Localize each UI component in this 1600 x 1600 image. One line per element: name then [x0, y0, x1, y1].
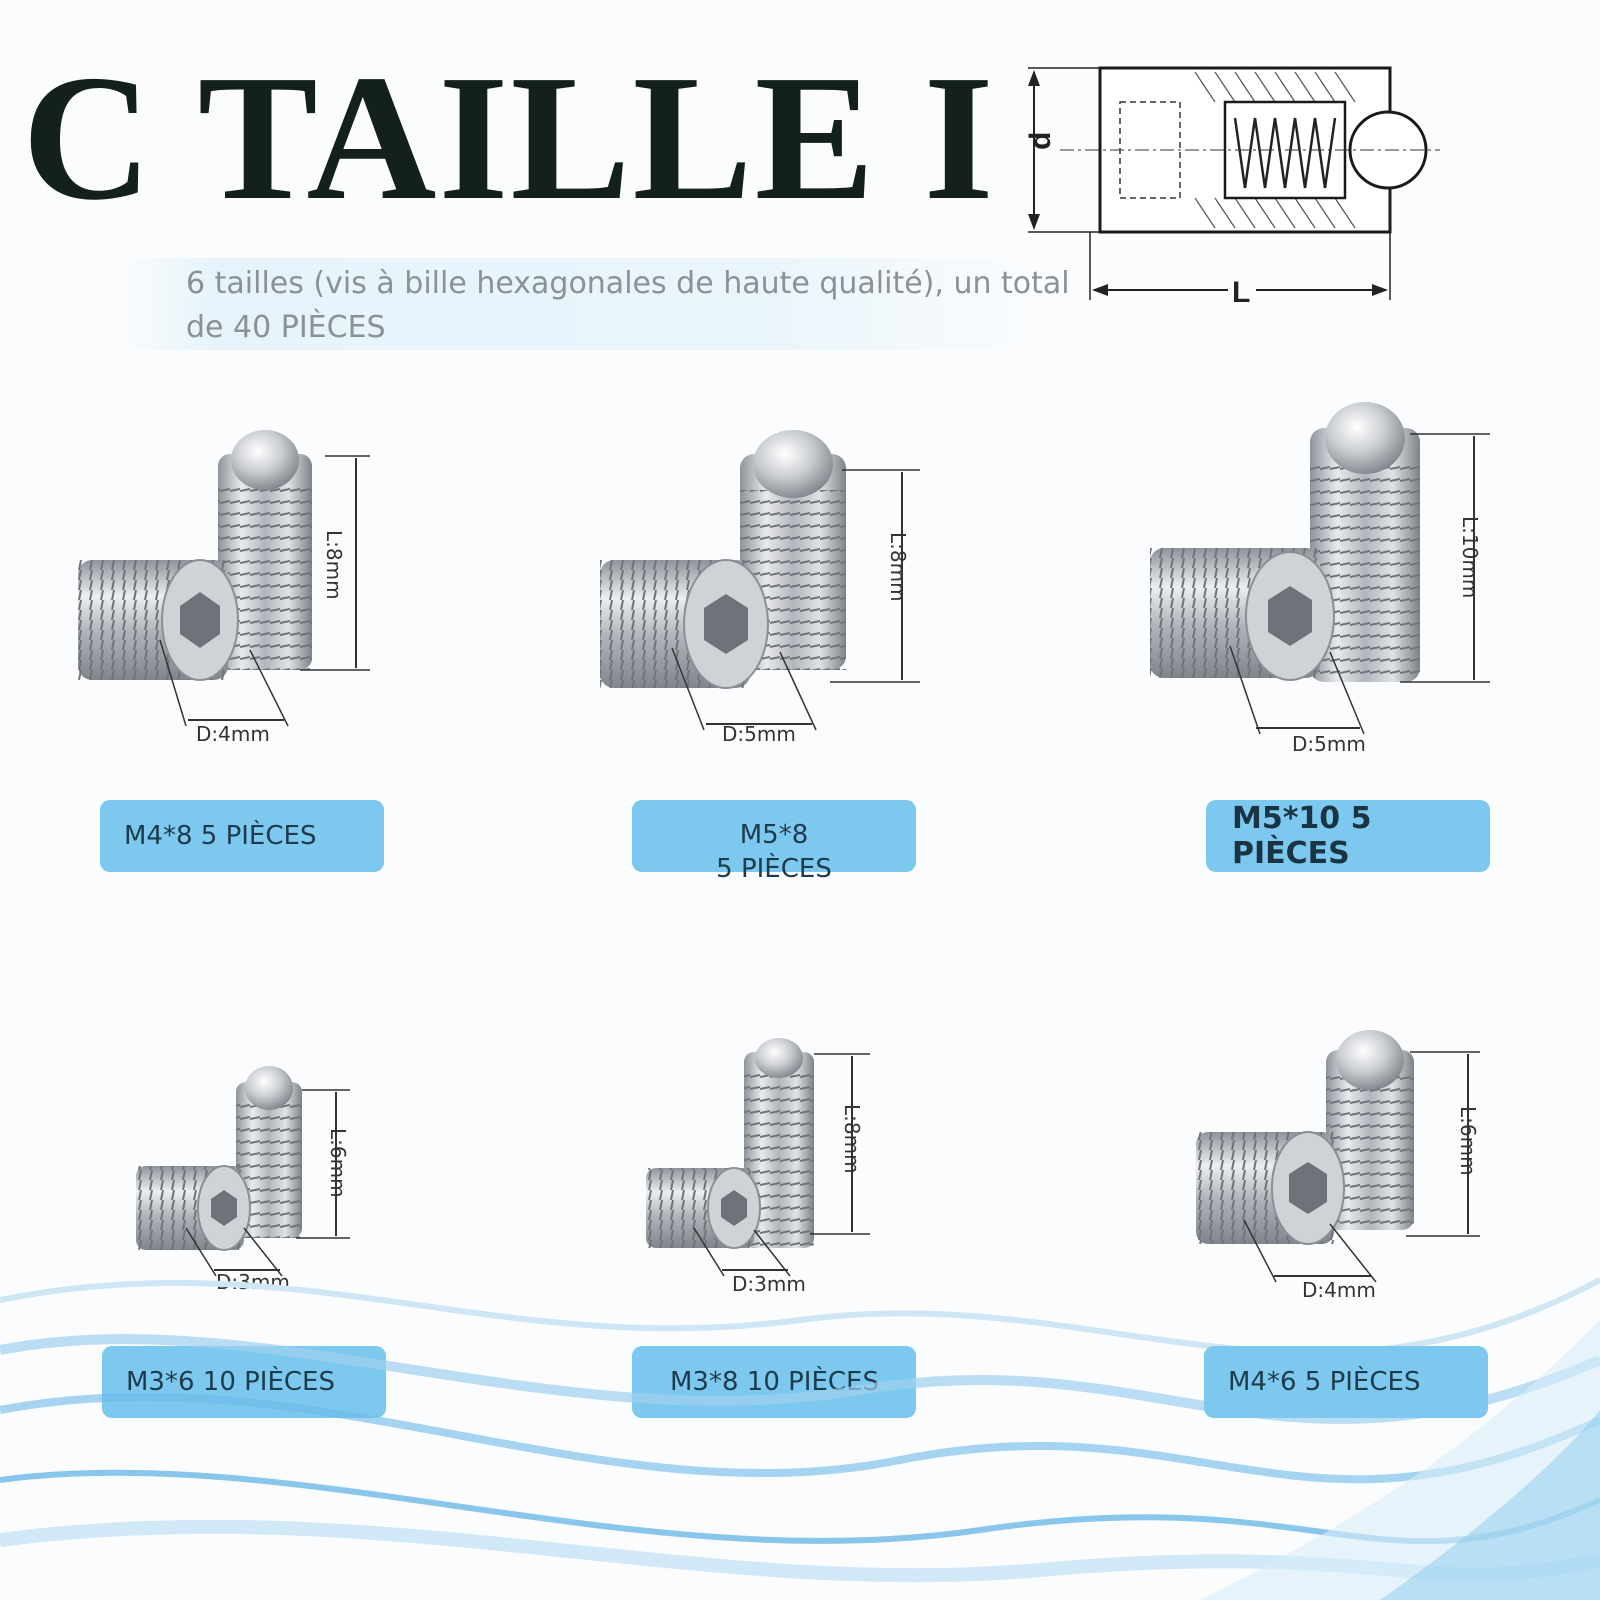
diameter-label: D:3mm: [732, 1272, 806, 1296]
product-m3x8: L:8mm D:3mm: [630, 1030, 910, 1310]
length-label: L:8mm: [886, 532, 910, 602]
length-label: L:8mm: [840, 1104, 864, 1174]
product-m4x8: L:8mm D:4mm: [60, 420, 400, 760]
hex-socket-icon: [211, 1190, 237, 1226]
product-m5x10: L:10mm D:5mm: [1130, 398, 1490, 778]
subtitle-band: [120, 258, 1050, 350]
ball-screw-image: [1196, 1030, 1414, 1245]
product-m4x6: L:6mm D:4mm: [1180, 1020, 1500, 1320]
spring-icon: [1233, 117, 1337, 189]
ball-screw-image: [600, 430, 846, 689]
subtitle: 6 tailles (vis à bille hexagonales de ha…: [186, 266, 1070, 345]
ball-screw-image: [136, 1066, 302, 1251]
ball-screw-image: [78, 430, 312, 681]
dimension-lines: [1229, 433, 1490, 735]
product-label-m5x8: M5*8 5 PIÈCES: [632, 800, 916, 884]
dimension-lines: [1243, 1051, 1480, 1283]
product-label-text: M4*6 5 PIÈCES: [1228, 1367, 1421, 1397]
diameter-label: D:5mm: [1292, 732, 1366, 756]
hex-socket-icon: [721, 1190, 747, 1226]
product-label-m4x6: M4*6 5 PIÈCES: [1204, 1346, 1488, 1418]
dimension-lines: [185, 1089, 350, 1277]
hex-socket-icon: [704, 594, 748, 654]
product-label-line1: M5*8: [739, 820, 809, 850]
hex-socket-icon: [1268, 586, 1312, 646]
decorative-waves: [0, 1277, 1600, 1600]
l-dimension-label: L: [1232, 276, 1250, 309]
dimension-lines: [671, 469, 920, 731]
hex-socket-icon: [180, 592, 220, 648]
length-label: L:6mm: [326, 1128, 350, 1198]
product-m5x8: L:8mm D:5mm: [580, 420, 920, 760]
length-label: L:8mm: [322, 530, 346, 600]
product-label-text: M3*6 10 PIÈCES: [126, 1367, 335, 1397]
section-hatching: [1194, 71, 1356, 229]
product-label-m4x8: M4*8 5 PIÈCES: [100, 800, 384, 872]
diameter-label: D:4mm: [196, 722, 270, 746]
ball-screw-cross-section-diagram: d L: [1024, 66, 1440, 309]
product-label-line2: 5 PIÈCES: [716, 854, 832, 884]
page-title: C TAILLE I: [22, 38, 996, 237]
dimension-lines: [693, 1053, 870, 1277]
ball-screw-image: [646, 1038, 814, 1249]
product-label-m5x10: M5*10 5 PIÈCES: [1206, 800, 1490, 872]
d-dimension-label: d: [1024, 132, 1057, 150]
length-label: L:6mm: [1456, 1106, 1480, 1176]
product-label-m3x6: M3*6 10 PIÈCES: [102, 1346, 386, 1418]
hex-socket-icon: [1289, 1162, 1327, 1214]
diameter-label: D:4mm: [1302, 1278, 1376, 1302]
length-label: L:10mm: [1458, 516, 1482, 599]
product-label-text: M5*10 5 PIÈCES: [1232, 801, 1372, 871]
product-label-text: M4*8 5 PIÈCES: [124, 821, 317, 851]
diameter-label: D:5mm: [722, 722, 796, 746]
dimension-lines: [159, 455, 370, 727]
ball-screw-image: [1150, 402, 1420, 682]
